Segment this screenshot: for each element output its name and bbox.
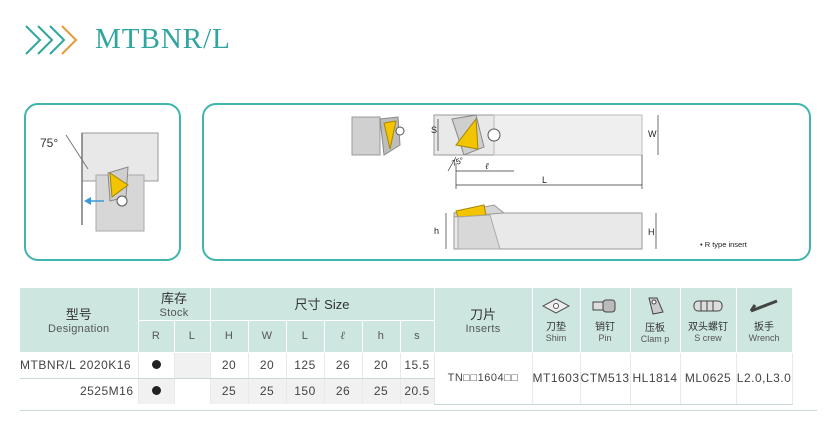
dim-w-label: W: [648, 129, 657, 139]
size-h-header: h: [362, 320, 401, 353]
left-diagram-panel: 75°: [24, 103, 181, 261]
holder-dimension-drawing: S W 75° ℓ L h H • R type insert: [351, 114, 748, 250]
chevron-icon: [25, 25, 78, 55]
stock-en: Stock: [159, 307, 189, 320]
size-W-cell: 25: [248, 378, 287, 404]
size-s-cell: 15.5: [400, 352, 435, 379]
size-h-cell: 20: [362, 352, 401, 379]
stock-l-header: L: [174, 320, 211, 353]
pin-cn: 销钉: [595, 321, 616, 333]
pin-en: Pin: [598, 332, 612, 343]
col-inserts: 刀片 Inserts: [434, 288, 533, 353]
screw-cell: ML0625: [680, 352, 737, 405]
insert-cell: TN□□1604□□: [434, 352, 533, 405]
in-stock-dot-icon: [151, 360, 161, 369]
size-L-cell: 150: [286, 378, 325, 404]
col-wrench: 扳手 Wrench: [736, 288, 793, 353]
clamp-cn: 压板: [645, 322, 666, 334]
screw-cn: 双头螺钉: [688, 321, 729, 333]
holder-top-view-drawing: 75°: [40, 132, 159, 232]
size-title: 尺寸 Size: [294, 297, 350, 313]
clamp-en: Clam p: [640, 333, 670, 344]
dim-s-label: S: [431, 125, 437, 135]
col-pin: 销钉 Pin: [580, 288, 631, 353]
col-clamp: 压板 Clam p: [630, 288, 681, 353]
stock-l-cell: [174, 352, 211, 379]
in-stock-dot-icon: [151, 386, 161, 396]
table-bottom-rule: [20, 410, 817, 411]
designation-cell: 2525M16: [20, 378, 139, 404]
dim-h-label: h: [434, 226, 439, 236]
shim-en: Shim: [545, 332, 567, 343]
size-l-cell: 26: [324, 378, 363, 404]
header-chevrons: [22, 20, 84, 60]
inserts-cn: 刀片: [469, 307, 496, 323]
clamp-cell: HL1814: [630, 352, 681, 405]
shim-cn: 刀垫: [546, 321, 567, 333]
size-s-cell: 20.5: [400, 378, 435, 404]
size-W-header: W: [248, 320, 287, 353]
angle-label: 75°: [40, 136, 58, 150]
shim-icon: [541, 298, 571, 314]
wrench-cn: 扳手: [754, 321, 775, 333]
col-stock: 库存 Stock: [138, 288, 211, 321]
dim-L-label: L: [542, 175, 547, 185]
col-size: 尺寸 Size: [210, 288, 435, 321]
stock-r-header: R: [138, 320, 175, 353]
clamp-icon: [648, 297, 664, 315]
wrench-en: Wrench: [748, 332, 780, 343]
stock-r-cell: [138, 378, 175, 404]
stock-r-cell: [138, 352, 175, 379]
dim-l-small-label: ℓ: [485, 161, 489, 171]
pin-cell: CTM513: [580, 352, 631, 405]
wrench-cell: L2.0,L3.0: [736, 352, 793, 405]
dim-angle-label: 75°: [451, 156, 465, 169]
designation-en: Designation: [48, 323, 110, 336]
screw-icon: [693, 300, 723, 312]
size-L-cell: 125: [286, 352, 325, 379]
designation-cn: 型号: [65, 307, 92, 323]
size-H-cell: 20: [210, 352, 249, 379]
size-L-header: L: [286, 320, 325, 353]
col-shim: 刀垫 Shim: [532, 288, 581, 353]
col-designation: 型号 Designation: [20, 288, 139, 353]
size-l-header: ℓ: [324, 320, 363, 353]
pin-icon: [592, 299, 616, 313]
size-H-header: H: [210, 320, 249, 353]
stock-l-cell: [174, 378, 211, 404]
screw-en: S crew: [694, 332, 722, 343]
dim-H-label: H: [648, 227, 655, 237]
size-W-cell: 20: [248, 352, 287, 379]
shim-cell: MT1603: [532, 352, 581, 405]
right-diagram-panel: S W 75° ℓ L h H • R type insert: [202, 103, 811, 261]
stock-cn: 库存: [160, 291, 187, 307]
size-s-header: s: [400, 320, 435, 353]
size-H-cell: 25: [210, 378, 249, 404]
table-row: 2525M16 25 25 150 26 25 20.5: [20, 378, 792, 404]
spec-table: 型号 Designation 库存 Stock 尺寸 Size 刀片 Inser…: [20, 288, 793, 405]
size-l-cell: 26: [324, 352, 363, 379]
page-title: MTBNR/L: [95, 23, 231, 55]
designation-cell: MTBNR/L 2020K16: [20, 352, 139, 379]
r-type-note: • R type insert: [700, 240, 748, 249]
size-h-cell: 25: [362, 378, 401, 404]
inserts-en: Inserts: [465, 323, 501, 336]
wrench-icon: [749, 299, 778, 313]
col-screw: 双头螺钉 S crew: [680, 288, 737, 353]
table-row: MTBNR/L 2020K16 20 20 125 26 20 15.5 TN□…: [20, 352, 793, 405]
